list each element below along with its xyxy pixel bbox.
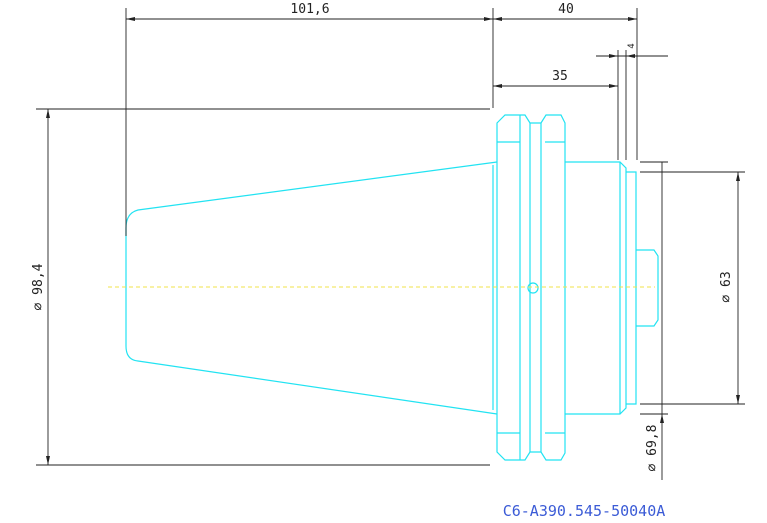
dim-length-taper: 101,6 [290,2,329,17]
dim-length-total: 40 [558,2,574,17]
dim-dia-collar: ⌀ 69,8 [645,425,660,472]
dim-small-step: 4 [627,43,637,48]
collar-outline [626,171,637,405]
dim-dia-body: ⌀ 63 [719,271,734,302]
flange-outline [496,114,566,461]
dim-length-inner: 35 [552,69,568,84]
dimension-lines [36,8,745,480]
dimension-arrows [46,17,740,465]
part-number: C6-A390.545-50040A [503,502,666,520]
body-outline [565,161,627,415]
nose-outline [636,249,659,327]
taper-outline [125,161,498,415]
drive-slot-hole [527,282,539,294]
dim-dia-flange: ⌀ 98,4 [31,263,46,310]
dimension-labels: 101,6 40 35 4 ⌀ 98,4 ⌀ 63 ⌀ 69,8 [31,2,734,471]
